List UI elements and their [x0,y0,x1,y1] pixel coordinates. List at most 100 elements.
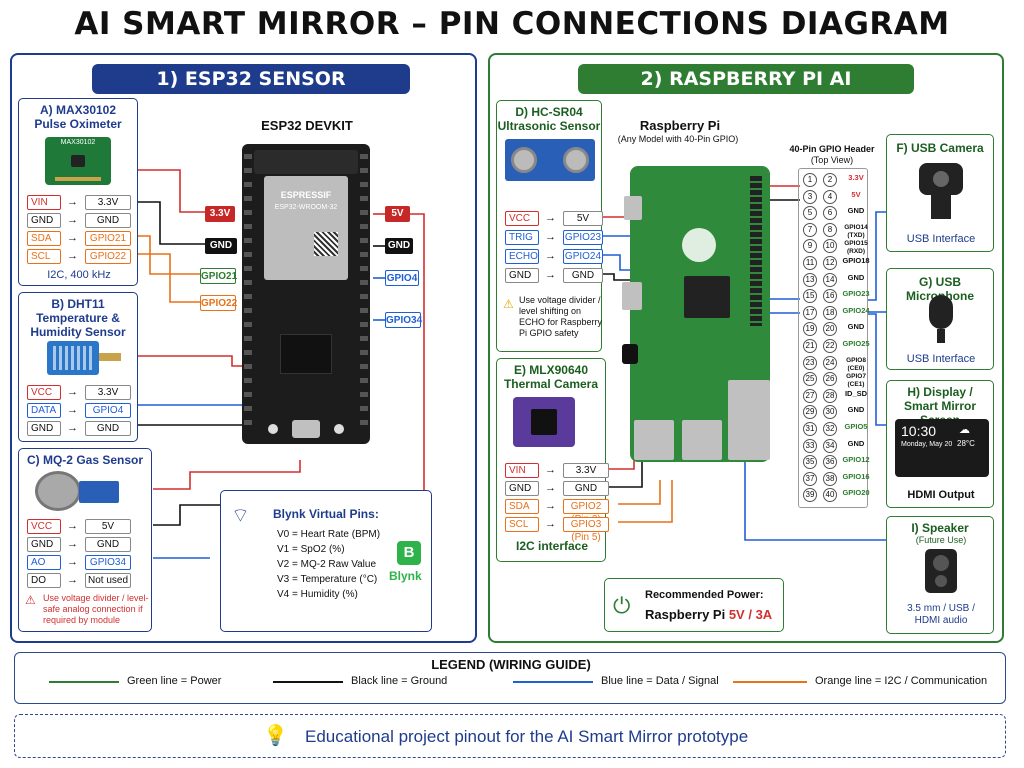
arrow-icon: → [545,482,556,494]
wire-mq2-vcc [153,460,301,490]
usb-c-power-port [624,196,642,220]
arrow-icon: → [67,214,78,226]
gpio-pin-label: GPIO23 [842,289,870,299]
power-title: Recommended Power: [645,589,764,601]
gpio-pin-odd: 21 [803,339,817,353]
legend-power-swatch [49,681,119,683]
mlx-subtitle: Thermal Camera [503,377,599,391]
gpio-pin-even: 22 [823,339,837,353]
gpio-header-title: 40-Pin GPIO Header [789,144,875,154]
pin-target: GPIO21 [85,231,131,246]
pin-target: GND [85,213,131,228]
arrow-icon: → [545,269,556,281]
pin-row: AO→GPIO34 [27,555,147,570]
dht11-subtitle-2: Humidity Sensor [30,325,126,339]
boot-button[interactable] [334,424,344,434]
mic-box: G) USB Microphone USB Interface [886,268,994,370]
ethernet-port[interactable] [728,380,770,460]
gpio-pin-label: 3.3V [848,173,864,182]
display-box: H) Display / Smart Mirror Screen 10:30 M… [886,380,994,508]
arrow-icon: → [67,196,78,208]
lightbulb-icon: 💡 [263,725,288,747]
legend: LEGEND (WIRING GUIDE) Green line = Power… [14,652,1006,704]
max30102-box: A) MAX30102 Pulse Oximeter MAX30102 VIN→… [18,98,138,286]
gpio-pin-label: GPIO20 [842,488,870,498]
gpio-pin-even: 4 [823,189,837,204]
usb-port-2[interactable] [682,420,722,460]
esp32-board-label: ESP32 DEVKIT [261,118,353,133]
pin-target: GPIO4 [85,403,131,418]
pin-row: VCC→5V [505,211,603,226]
pin-target: GPIO22 [85,249,131,264]
gpio-pin-even: 38 [823,471,837,486]
gpio-pin-even: 6 [823,206,837,221]
pi-board-subtitle: (Any Model with 40-Pin GPIO) [617,134,739,144]
microphone-icon [929,295,953,329]
esp-gnd-tag-right: GND [385,238,413,254]
blynk-pin-item: V0 = Heart Rate (BPM) [277,529,381,540]
pin-label: DO [27,573,61,588]
pin-label: VCC [27,385,61,400]
esp-chip-brand: ESPRESSIF [280,190,332,200]
wire-speaker [744,462,886,541]
blynk-pin-item: V4 = Humidity (%) [277,589,358,600]
gpio-pin-even: 8 [823,222,837,237]
mq2-warning: Use voltage divider / level-safe analog … [43,593,149,625]
esp-3v3-tag: 3.3V [205,206,235,222]
gpio-pin-label: GND [847,405,865,415]
pin-target: GND [85,421,131,436]
gpio-pin-label: ID_SD [844,388,868,398]
gpio-pin-label: GPIO8 (CE0) [846,356,866,372]
pin-label: SDA [27,231,61,246]
wire-sda-pi [618,480,661,505]
pin-label: SCL [27,249,61,264]
gpio-pin-label: GPIO12 [842,455,870,465]
pin-label: GND [27,421,61,436]
display-temp: 28°C [957,439,975,448]
legend-ground: Black line = Ground [351,675,448,687]
raspberry-pi-panel [488,53,1004,643]
gpio-pin-label: GND [847,322,865,332]
legend-data-swatch [513,681,593,683]
usb-port-1[interactable] [634,420,674,460]
raspberry-logo-icon [682,228,716,262]
wire-max-sda [138,235,200,275]
gpio-pin-even: 24 [823,355,837,370]
display-time: 10:30 [901,423,937,439]
pin-row: GND→GND [27,537,147,552]
pin-target: GPIO24 [563,249,603,264]
speaker-box: I) Speaker (Future Use) 3.5 mm / USB / H… [886,516,994,634]
power-prefix: Raspberry Pi [645,607,729,622]
blynk-box: ⌔ Blynk Virtual Pins: V0 = Heart Rate (B… [220,490,432,632]
speaker-footer: 3.5 mm / USB / [907,603,975,614]
mic-footer: USB Interface [906,353,976,365]
blynk-logo-icon: B [397,541,421,565]
warning-icon: ⚠ [25,593,36,607]
en-button[interactable] [268,424,278,434]
gpio-pin-odd: 33 [803,438,817,453]
arrow-icon: → [545,212,556,224]
pin-label: AO [27,555,61,570]
gpio-pin-label: GPIO7 (CE1) [846,373,866,389]
pin-row: SDA→GPIO21 [27,231,133,246]
pin-target: 5V [85,519,131,534]
esp32-panel [10,53,477,643]
esp32-board: ESPRESSIF ESP32-WROOM-32 [242,144,370,444]
pin-row: TRIG→GPIO23 [505,230,603,245]
hdmi-port [622,282,642,310]
wire-max-scl [138,253,200,303]
camera-icon [919,163,963,195]
wire-max-vin [138,169,205,213]
gpio-pin-even: 18 [823,305,837,320]
arrow-icon: → [67,574,78,586]
pin-label: TRIG [505,230,539,245]
pin-row: SDA→GPIO2 (Pin 3) [505,499,625,525]
gpio-pin-odd: 23 [803,355,817,370]
gpio-pin-label: GND [847,438,865,448]
gpio-pin-even: 12 [823,256,837,270]
gpio-pin-odd: 13 [803,272,817,287]
gpio-pin-label: GPIO24 [842,305,870,315]
legend-i2c-swatch [733,681,807,683]
